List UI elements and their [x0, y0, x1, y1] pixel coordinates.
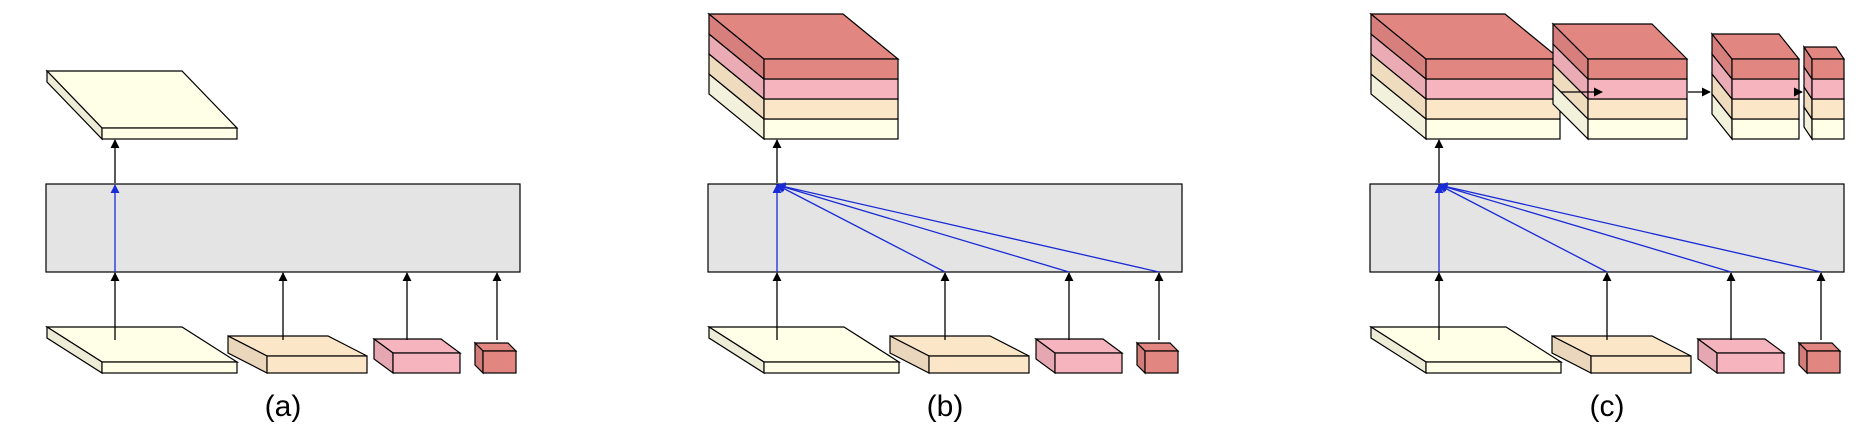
output-stage-1-layer-4: [1425, 58, 1561, 80]
output-multiscale-layer-3: [763, 78, 899, 100]
attention-arrow-3: [776, 182, 1070, 273]
input-level-1-front: [1425, 361, 1562, 374]
input-level-1: [44, 325, 240, 375]
input-level-2-front: [928, 355, 1030, 374]
output-stage-3-layer-2: [1731, 98, 1800, 120]
module-block: [1369, 183, 1845, 273]
output-stage-3-layer-1: [1731, 118, 1800, 140]
input-level-3: [1034, 337, 1124, 375]
output-level-1-front: [101, 127, 238, 140]
output-stage-3: [1710, 32, 1801, 141]
output-stage-4-layer-3: [1811, 78, 1845, 100]
output-multiscale: [707, 12, 900, 141]
output-stage-2-layer-2: [1587, 98, 1688, 120]
panel-c: (c): [1368, 12, 1846, 423]
output-stage-1-layer-3: [1425, 78, 1561, 100]
attention-arrow-4: [776, 182, 1160, 273]
attention-arrow-2: [1438, 184, 1608, 273]
output-multiscale-layer-4: [763, 58, 899, 80]
output-multiscale-layer-1: [763, 118, 899, 140]
output-stage-4-layer-1: [1811, 118, 1845, 140]
output-multiscale-layer-2: [763, 98, 899, 120]
input-level-1-front: [101, 361, 238, 374]
input-level-4: [1135, 341, 1180, 375]
input-level-2-front: [266, 355, 368, 374]
output-stage-2-layer-1: [1587, 118, 1688, 140]
input-level-4: [1797, 341, 1842, 375]
output-stage-2: [1551, 22, 1689, 141]
output-level-1: [45, 69, 239, 141]
input-level-2: [227, 335, 368, 374]
input-level-1: [706, 325, 902, 375]
attention-arrow-4: [1438, 182, 1822, 273]
input-level-3: [372, 337, 462, 375]
module-block: [45, 183, 521, 273]
panel-label-c: (c): [1590, 390, 1625, 423]
output-level-1-top: [45, 70, 239, 129]
output-stage-1: [1369, 12, 1562, 141]
output-stage-3-layer-4: [1731, 58, 1800, 80]
attention-arrow-3: [1438, 182, 1732, 273]
output-stage-4-layer-2: [1811, 98, 1845, 120]
input-level-3-front: [1054, 352, 1123, 374]
panel-label-a: (a): [265, 390, 302, 423]
input-level-1-front: [763, 361, 900, 374]
module-block: [707, 183, 1183, 273]
input-level-2-front: [1590, 355, 1692, 374]
output-stage-4-layer-4: [1811, 58, 1845, 80]
output-stage-3-layer-3: [1731, 78, 1800, 100]
input-level-3-front: [1716, 352, 1785, 374]
input-level-3: [1696, 337, 1786, 375]
input-level-4-front: [1806, 350, 1841, 374]
output-stage-2-layer-4: [1587, 58, 1688, 80]
attention-arrow-2: [776, 184, 946, 273]
input-level-2: [889, 335, 1030, 374]
output-stage-1-layer-2: [1425, 98, 1561, 120]
input-level-1: [1368, 325, 1564, 375]
output-stage-2-layer-3: [1587, 78, 1688, 100]
input-level-4: [473, 341, 518, 375]
input-level-2: [1551, 335, 1692, 374]
panel-b: (b): [706, 12, 1183, 423]
input-level-4-front: [482, 350, 517, 374]
panel-a: (a): [44, 69, 521, 423]
panel-label-b: (b): [927, 390, 964, 423]
output-stage-1-layer-1: [1425, 118, 1561, 140]
input-level-3-front: [392, 352, 461, 374]
output-stage-4: [1802, 45, 1846, 141]
input-level-4-front: [1144, 350, 1179, 374]
